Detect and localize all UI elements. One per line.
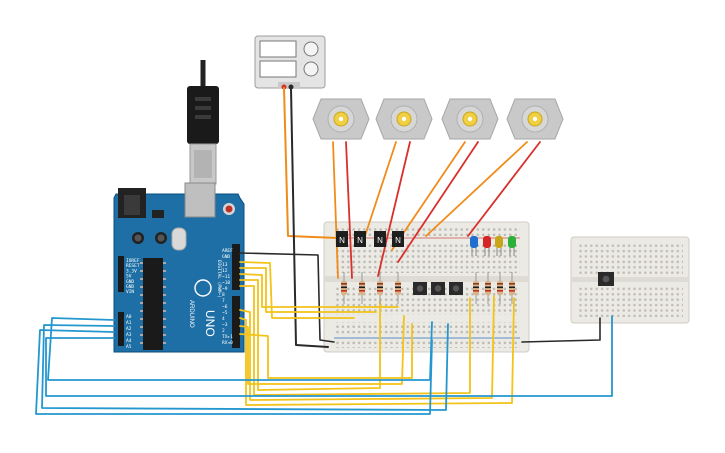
- digital-pin-label: 8: [222, 292, 225, 298]
- pushbutton[interactable]: [431, 282, 445, 295]
- analog-pin-label: A4: [126, 338, 132, 344]
- usb-port: [184, 182, 216, 218]
- digital-pin-label: 2: [222, 328, 225, 334]
- gnd-label: GND: [222, 254, 230, 260]
- resistor[interactable]: [341, 272, 347, 304]
- npn-transistor[interactable]: N: [336, 231, 348, 247]
- bench-power-supply-icon[interactable]: [254, 35, 326, 90]
- analog-pin-label: A5: [126, 344, 132, 350]
- npn-transistor[interactable]: N: [374, 231, 386, 247]
- small-breadboard[interactable]: [570, 236, 690, 324]
- led-green[interactable]: [508, 236, 516, 256]
- digital-pin-label: 7: [222, 298, 225, 304]
- analog-pin-label: A1: [126, 320, 132, 326]
- transistor-label: N: [357, 236, 363, 245]
- digital-pin-label: ~11: [222, 274, 230, 280]
- supply-negative-terminal[interactable]: [288, 84, 294, 90]
- dc-motor-icon[interactable]: [441, 98, 499, 140]
- resistor[interactable]: [473, 272, 479, 304]
- aref-label: AREF: [222, 248, 233, 254]
- arduino-uno-board[interactable]: ARDUINO UNO DIGITAL (PWM~) AREF GND 1312…: [113, 182, 245, 353]
- led-blue[interactable]: [470, 236, 478, 256]
- transistor-label: N: [395, 236, 401, 245]
- power-pin-label: 3.3V: [126, 268, 137, 274]
- transistor-label: N: [339, 236, 345, 245]
- resistor[interactable]: [395, 272, 401, 304]
- power-pin-label: IOREF: [126, 258, 140, 264]
- pushbutton[interactable]: [598, 272, 614, 286]
- arduino-model: UNO: [203, 310, 217, 337]
- usb-cable[interactable]: [187, 60, 219, 185]
- led-red[interactable]: [483, 236, 491, 256]
- resistor[interactable]: [377, 272, 383, 304]
- npn-transistor[interactable]: N: [354, 231, 366, 247]
- power-pin-label: 5V: [126, 274, 132, 280]
- digital-pin-label: 12: [222, 268, 228, 274]
- digital-pin-label: ~3: [222, 322, 228, 328]
- arduino-logo-icon: [194, 279, 212, 297]
- digital-pin-label: ~5: [222, 310, 228, 316]
- arduino-brand: ARDUINO: [188, 300, 194, 328]
- digital-pin-label: TX▸1: [222, 334, 233, 340]
- power-pin-label: GND: [126, 279, 134, 285]
- power-pin-label: RESET: [126, 263, 140, 269]
- npn-transistor[interactable]: N: [392, 231, 404, 247]
- analog-pin-label: A2: [126, 326, 132, 332]
- dc-motor-icon[interactable]: [312, 98, 370, 140]
- digital-header-label: DIGITAL (PWM~): [216, 260, 222, 298]
- dc-motor-icon[interactable]: [506, 98, 564, 140]
- resistor[interactable]: [509, 272, 515, 304]
- resistor[interactable]: [497, 272, 503, 304]
- digital-pin-label: RX◂0: [222, 340, 233, 346]
- digital-pin-label: ~10: [222, 280, 230, 286]
- power-pin-label: GND: [126, 284, 134, 290]
- transistor-label: N: [377, 236, 383, 245]
- pushbutton[interactable]: [413, 282, 427, 295]
- led-yellow[interactable]: [495, 236, 503, 256]
- analog-pin-label: A3: [126, 332, 132, 338]
- power-pin-label: VIN: [126, 289, 134, 295]
- resistor[interactable]: [485, 272, 491, 304]
- analog-pin-label: A0: [126, 314, 132, 320]
- digital-pin-label: ~6: [222, 304, 228, 310]
- digital-pin-label: ~9: [222, 286, 228, 292]
- dc-motor-icon[interactable]: [375, 98, 433, 140]
- digital-pin-label: 4: [222, 316, 225, 322]
- wires[interactable]: [35, 87, 613, 415]
- resistor[interactable]: [359, 272, 365, 304]
- pushbutton[interactable]: [449, 282, 463, 295]
- digital-pin-label: 13: [222, 262, 228, 268]
- atmega-chip: [143, 258, 163, 350]
